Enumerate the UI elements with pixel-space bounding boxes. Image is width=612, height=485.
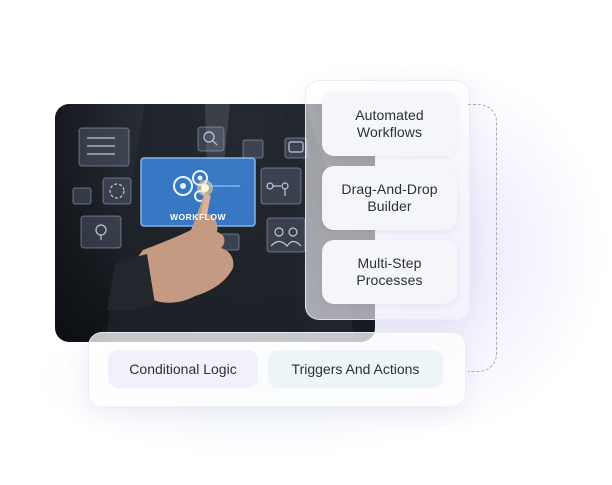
feature-card-label: Automated Workflows bbox=[355, 107, 424, 140]
screen-label: WORKFLOW bbox=[170, 212, 226, 222]
feature-card-drag-and-drop-builder: Drag-And-Drop Builder bbox=[322, 166, 457, 230]
feature-card-automated-workflows: Automated Workflows bbox=[322, 92, 457, 156]
dashed-connector bbox=[468, 104, 497, 372]
feature-card-label: Multi-Step Processes bbox=[356, 255, 423, 288]
pill-triggers-and-actions: Triggers And Actions bbox=[268, 350, 443, 388]
pill-label: Triggers And Actions bbox=[291, 361, 420, 377]
pill-conditional-logic: Conditional Logic bbox=[108, 350, 258, 388]
pill-label: Conditional Logic bbox=[129, 361, 237, 377]
hero-illustration: WORKFLOW bbox=[72, 104, 355, 342]
feature-card-label: Drag-And-Drop Builder bbox=[341, 181, 438, 214]
feature-card-multi-step-processes: Multi-Step Processes bbox=[322, 240, 457, 304]
